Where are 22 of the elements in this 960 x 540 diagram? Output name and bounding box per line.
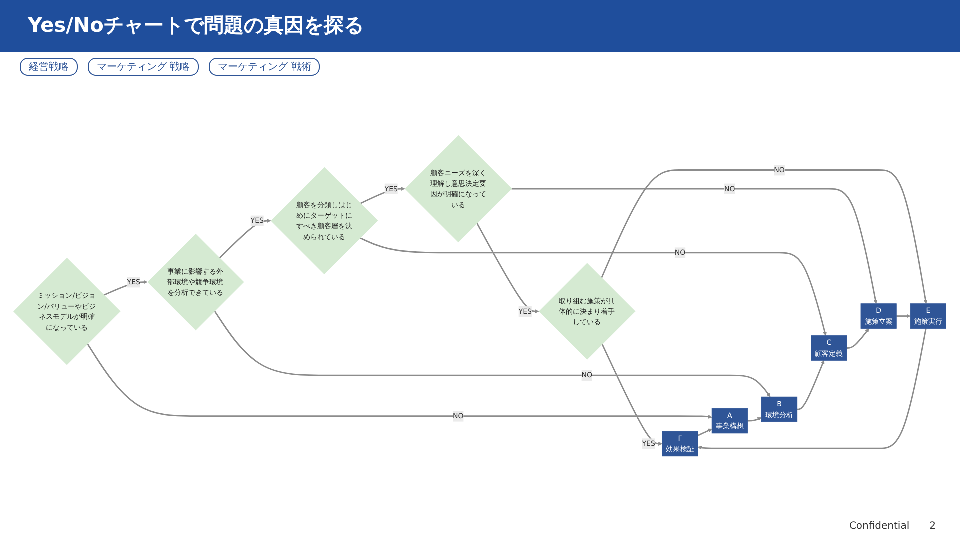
arrow [698, 328, 927, 450]
band-label: マーケティング 戦略 [88, 58, 200, 76]
arrow [219, 218, 272, 259]
footer-note: Confidential [849, 521, 910, 532]
arrow [698, 428, 712, 436]
arrow [104, 280, 148, 296]
arrow [360, 238, 827, 336]
arrow [476, 223, 540, 314]
arrow [512, 188, 878, 304]
arrow [360, 186, 406, 204]
arrow [601, 170, 928, 304]
arrow [214, 310, 771, 398]
arrow [896, 314, 911, 318]
band-label: 経営戦略 [20, 58, 78, 76]
arrow [602, 344, 663, 446]
arrow [797, 360, 825, 410]
title: Yes/Noチャートで問題の真因を探る [28, 12, 364, 39]
band-label: マーケティング 戦術 [209, 58, 320, 76]
arrow [87, 344, 712, 419]
arrow [748, 417, 762, 422]
page-number: 2 [930, 521, 936, 532]
arrow [846, 328, 870, 349]
